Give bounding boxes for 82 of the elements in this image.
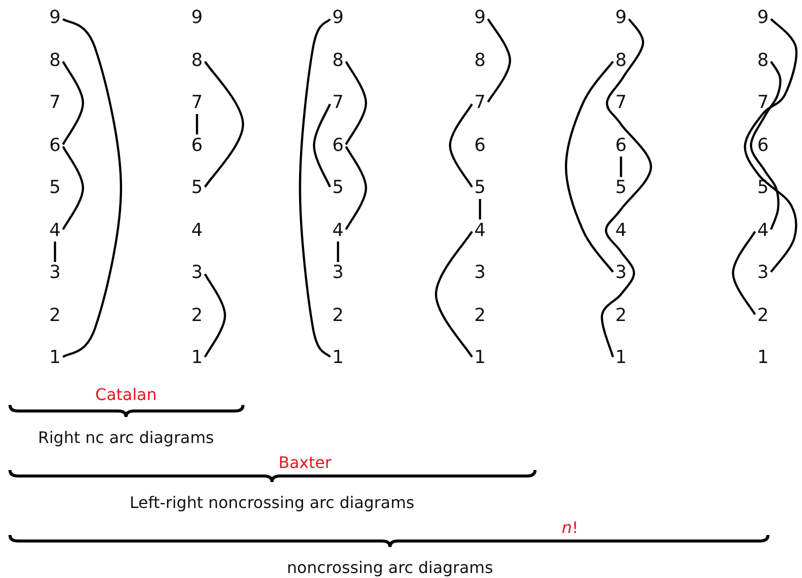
arc xyxy=(196,114,198,134)
vertex-number: 2 xyxy=(755,304,771,326)
vertex-number: 8 xyxy=(613,50,629,72)
arc xyxy=(744,18,798,273)
vertex-number: 3 xyxy=(755,262,771,284)
vertex-number: 2 xyxy=(47,304,63,326)
vertex-number: 9 xyxy=(189,7,205,29)
vertex-number: 6 xyxy=(472,134,488,156)
arc xyxy=(448,103,473,188)
vertex-number: 9 xyxy=(472,7,488,29)
vertex-number: 3 xyxy=(47,262,63,284)
vertex-number: 4 xyxy=(330,220,346,242)
vertex-number: 5 xyxy=(330,177,346,199)
caption: noncrossing arc diagrams xyxy=(286,558,494,578)
arc xyxy=(620,156,622,177)
vertex-number: 4 xyxy=(755,220,771,242)
vertex-number: 6 xyxy=(613,134,629,156)
vertex-number: 5 xyxy=(189,177,205,199)
arc xyxy=(564,60,614,273)
arc xyxy=(345,60,368,146)
vertex-number: 9 xyxy=(613,7,629,29)
vertex-number: 7 xyxy=(755,92,771,114)
vertex-number: 6 xyxy=(47,134,63,156)
caption: Right nc arc diagrams xyxy=(38,428,214,448)
vertex-number: 3 xyxy=(613,262,629,284)
vertex-number: 8 xyxy=(47,50,63,72)
vertex-number: 8 xyxy=(330,50,346,72)
arc xyxy=(312,104,331,188)
vertex-number: 8 xyxy=(755,50,771,72)
vertex-number: 5 xyxy=(613,177,629,199)
vertex-number: 3 xyxy=(472,262,488,284)
vertex-number: 1 xyxy=(330,347,346,369)
arc xyxy=(204,273,226,358)
vertex-number: 2 xyxy=(189,304,205,326)
vertex-number: 6 xyxy=(755,134,771,156)
vertex-number: 6 xyxy=(330,134,346,156)
vertex-number: 8 xyxy=(472,50,488,72)
arc xyxy=(434,230,473,358)
count-label: Catalan xyxy=(95,385,157,405)
arc xyxy=(478,199,482,220)
vertex-number: 9 xyxy=(330,7,346,29)
vertex-number: 4 xyxy=(189,220,205,242)
arc xyxy=(298,18,331,358)
vertex-number: 3 xyxy=(330,262,346,284)
arc xyxy=(750,60,782,230)
vertex-number: 2 xyxy=(613,304,629,326)
vertex-number: 5 xyxy=(472,177,488,199)
arc xyxy=(62,146,84,230)
vertex-number: 4 xyxy=(613,220,629,242)
vertex-number: 1 xyxy=(755,347,771,369)
vertex-number: 2 xyxy=(330,304,346,326)
vertex-number: 7 xyxy=(189,92,205,114)
vertex-number: 1 xyxy=(613,347,629,369)
vertex-number: 9 xyxy=(47,7,63,29)
vertex-number: 9 xyxy=(755,7,771,29)
vertex-number: 7 xyxy=(330,92,346,114)
vertex-number: 1 xyxy=(472,347,488,369)
vertex-number: 4 xyxy=(47,220,63,242)
count-label: n! xyxy=(562,518,578,538)
vertex-number: 7 xyxy=(47,92,63,114)
count-label: Baxter xyxy=(278,453,332,473)
vertex-number: 8 xyxy=(189,50,205,72)
arc xyxy=(732,230,756,316)
vertex-number: 1 xyxy=(189,347,205,369)
vertex-number: 2 xyxy=(472,304,488,326)
vertex-number: 5 xyxy=(47,177,63,199)
vertex-number: 6 xyxy=(189,134,205,156)
vertex-number: 3 xyxy=(189,262,205,284)
arc xyxy=(600,18,652,358)
vertex-number: 4 xyxy=(472,220,488,242)
vertex-number: 7 xyxy=(472,92,488,114)
arc xyxy=(62,18,122,358)
arc xyxy=(62,60,84,146)
vertex-number: 1 xyxy=(47,347,63,369)
arc xyxy=(54,242,56,262)
vertex-number: 7 xyxy=(613,92,629,114)
arc xyxy=(345,146,368,230)
arc xyxy=(336,242,340,262)
arc xyxy=(204,60,244,188)
caption: Left-right noncrossing arc diagrams xyxy=(130,493,414,513)
vertex-number: 5 xyxy=(755,177,771,199)
arc xyxy=(487,18,512,103)
